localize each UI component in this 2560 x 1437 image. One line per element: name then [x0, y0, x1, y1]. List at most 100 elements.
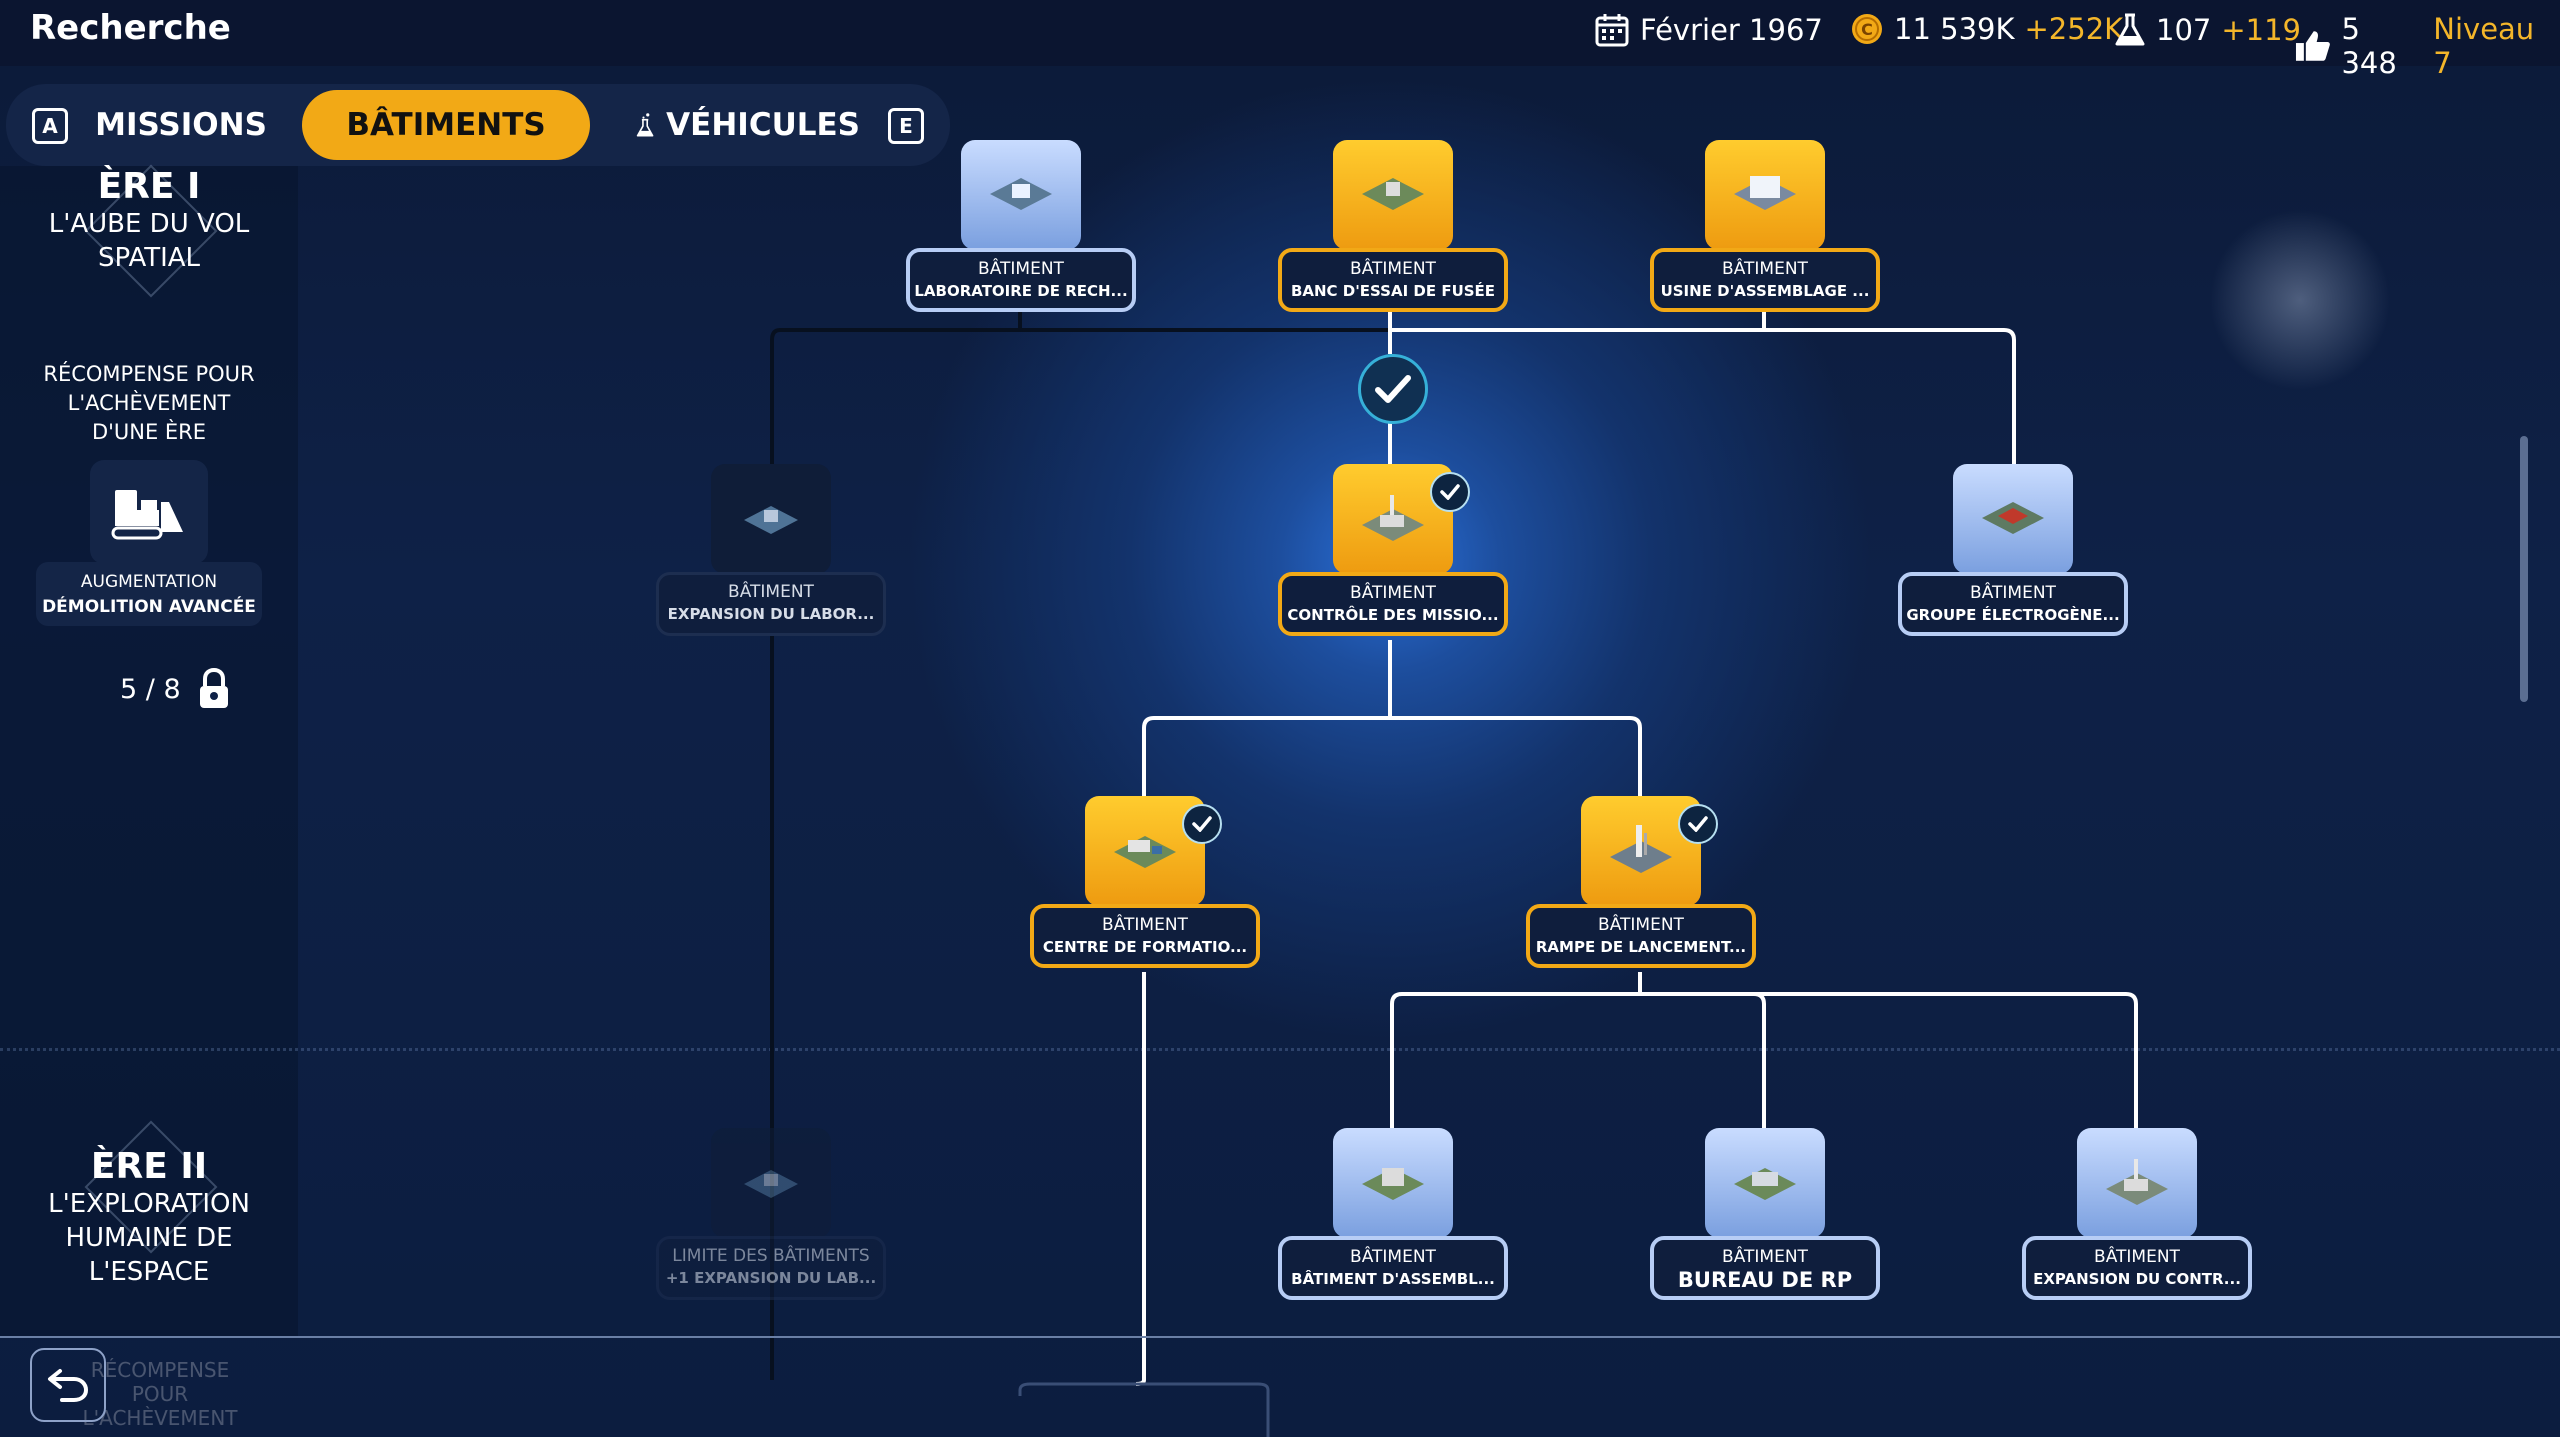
reward-title-line: D'UNE ÈRE — [91, 420, 207, 444]
node-type: BÂTIMENT — [1102, 915, 1188, 935]
building-icon — [2077, 1128, 2197, 1238]
node-title: USINE D'ASSEMBLAGE ... — [1660, 282, 1870, 300]
node-title: BUREAU DE RP — [1677, 1268, 1853, 1292]
svg-text:C: C — [1861, 20, 1873, 39]
money-value: 11 539K — [1894, 12, 2015, 46]
money-gain: +252K — [2024, 12, 2124, 46]
tech-node-expansion-labo[interactable]: BÂTIMENT EXPANSION DU LABOR... — [656, 464, 886, 644]
tech-node-centre-formation[interactable]: BÂTIMENT CENTRE DE FORMATIO... — [1030, 796, 1260, 976]
prev-tab-key[interactable]: A — [32, 108, 68, 144]
era-sidebar — [0, 166, 298, 1336]
node-type: BÂTIMENT — [2094, 1247, 2180, 1267]
tech-node-groupe-electrogene[interactable]: BÂTIMENT GROUPE ÉLECTROGÈNE... — [1898, 464, 2128, 644]
date-text: Février 1967 — [1640, 13, 1823, 47]
node-title: CONTRÔLE DES MISSIO... — [1287, 606, 1499, 624]
science-display: 107 +119 — [2114, 12, 2301, 48]
ghost-line: RÉCOMPENSE POUR — [90, 1358, 230, 1406]
building-icon — [1953, 464, 2073, 574]
building-icon — [711, 1128, 831, 1238]
flask-icon — [636, 113, 654, 137]
tech-node-rampe-lancement[interactable]: BÂTIMENT RAMPE DE LANCEMENT... — [1526, 796, 1756, 976]
node-type: BÂTIMENT — [728, 582, 814, 602]
node-title: CENTRE DE FORMATIO... — [1042, 938, 1248, 956]
building-icon — [961, 140, 1081, 250]
category-tabs: A MISSIONS BÂTIMENTS VÉHICULES E — [6, 84, 950, 166]
footer-divider — [0, 1336, 2560, 1338]
node-title: GROUPE ÉLECTROGÈNE... — [1906, 606, 2120, 624]
tab-batiments[interactable]: BÂTIMENTS — [302, 90, 590, 160]
progress-count: 5 / 8 — [120, 673, 181, 705]
tab-vehicules[interactable]: VÉHICULES — [636, 90, 860, 160]
bulldozer-icon[interactable] — [90, 460, 208, 564]
tab-missions[interactable]: MISSIONS — [95, 107, 267, 143]
checkmark-icon — [1678, 804, 1718, 844]
node-title: LABORATOIRE DE RECH... — [914, 282, 1128, 300]
date-display: Février 1967 — [1594, 12, 1823, 48]
node-type: LIMITE DES BÂTIMENTS — [672, 1246, 870, 1266]
era-2-name-line: L'ESPACE — [88, 1257, 210, 1287]
building-icon — [711, 464, 831, 574]
era-1-name-line: SPATIAL — [97, 243, 201, 273]
era-progress: 5 / 8 — [120, 668, 231, 710]
era-2-name-line: HUMAINE DE — [65, 1223, 233, 1253]
node-title: RAMPE DE LANCEMENT... — [1535, 938, 1747, 956]
era-1-title: ÈRE I L'AUBE DU VOL SPATIAL — [0, 166, 298, 275]
lock-icon — [199, 668, 228, 708]
reputation-display: 5 348 Niveau 7 — [2294, 12, 2560, 80]
tech-node-laboratoire[interactable]: BÂTIMENT LABORATOIRE DE RECH... — [906, 140, 1136, 320]
node-type: BÂTIMENT — [1598, 915, 1684, 935]
reward-card[interactable]: AUGMENTATION DÉMOLITION AVANCÉE — [36, 562, 262, 626]
node-title: BÂTIMENT D'ASSEMBL... — [1291, 1270, 1495, 1288]
science-value: 107 — [2156, 13, 2212, 47]
node-type: BÂTIMENT — [1722, 1247, 1808, 1267]
flask-icon — [2115, 13, 2145, 46]
era-divider — [0, 1048, 2560, 1051]
ghost-line: L'ACHÈVEMENT — [82, 1406, 238, 1430]
tech-node-usine-assemblage[interactable]: BÂTIMENT USINE D'ASSEMBLAGE ... — [1650, 140, 1880, 320]
reward-title-line: L'ACHÈVEMENT — [67, 391, 231, 415]
page-title: Recherche — [30, 8, 231, 48]
calendar-icon — [1595, 14, 1629, 47]
era-reward-title: RÉCOMPENSE POUR L'ACHÈVEMENT D'UNE ÈRE — [0, 360, 298, 447]
node-title: EXPANSION DU LABOR... — [667, 605, 875, 623]
reward-type: AUGMENTATION — [80, 572, 218, 592]
node-type: BÂTIMENT — [1350, 259, 1436, 279]
building-icon — [1333, 1128, 1453, 1238]
tech-node-limite-batiments[interactable]: LIMITE DES BÂTIMENTS+1 EXPANSION DU LAB.… — [656, 1128, 886, 1308]
science-gain: +119 — [2221, 13, 2302, 47]
tab-vehicules-label: VÉHICULES — [666, 107, 860, 143]
checkmark-icon — [1358, 354, 1428, 424]
building-icon — [1333, 140, 1453, 250]
era-2-number: ÈRE II — [90, 1146, 208, 1187]
tech-node-controle-missions[interactable]: BÂTIMENT CONTRÔLE DES MISSIO... — [1278, 464, 1508, 644]
building-icon — [1705, 140, 1825, 250]
scrollbar[interactable] — [2520, 436, 2528, 702]
node-type: BÂTIMENT — [978, 259, 1064, 279]
era-2-name-line: L'EXPLORATION — [48, 1189, 250, 1219]
node-type: BÂTIMENT — [1350, 583, 1436, 603]
node-title: EXPANSION DU CONTR... — [2033, 1270, 2241, 1288]
reward-title-line: RÉCOMPENSE POUR — [43, 362, 255, 386]
next-tab-key[interactable]: E — [888, 108, 924, 144]
era-2-title: ÈRE II L'EXPLORATION HUMAINE DE L'ESPACE — [0, 1146, 298, 1289]
money-display: C 11 539K +252K — [1850, 12, 2123, 46]
node-type: BÂTIMENT — [1350, 1247, 1436, 1267]
node-type: BÂTIMENT — [1722, 259, 1808, 279]
reward-name: DÉMOLITION AVANCÉE — [42, 597, 256, 617]
top-bar — [0, 0, 2560, 66]
back-button[interactable] — [30, 1348, 106, 1422]
checkmark-icon — [1182, 804, 1222, 844]
era-2-reward-ghost: RÉCOMPENSE POUR L'ACHÈVEMENT — [60, 1358, 260, 1430]
coin-icon: C — [1852, 14, 1882, 44]
back-arrow-icon — [48, 1369, 89, 1402]
tech-node-batiment-assemblage[interactable]: BÂTIMENT BÂTIMENT D'ASSEMBL... — [1278, 1128, 1508, 1308]
tech-node-expansion-controle[interactable]: BÂTIMENT EXPANSION DU CONTR... — [2022, 1128, 2252, 1308]
era-1-number: ÈRE I — [97, 166, 201, 207]
node-type: BÂTIMENT — [1970, 583, 2056, 603]
building-icon — [1333, 464, 1453, 574]
era-1-name-line: L'AUBE DU VOL — [48, 209, 250, 239]
building-icon — [1705, 1128, 1825, 1238]
